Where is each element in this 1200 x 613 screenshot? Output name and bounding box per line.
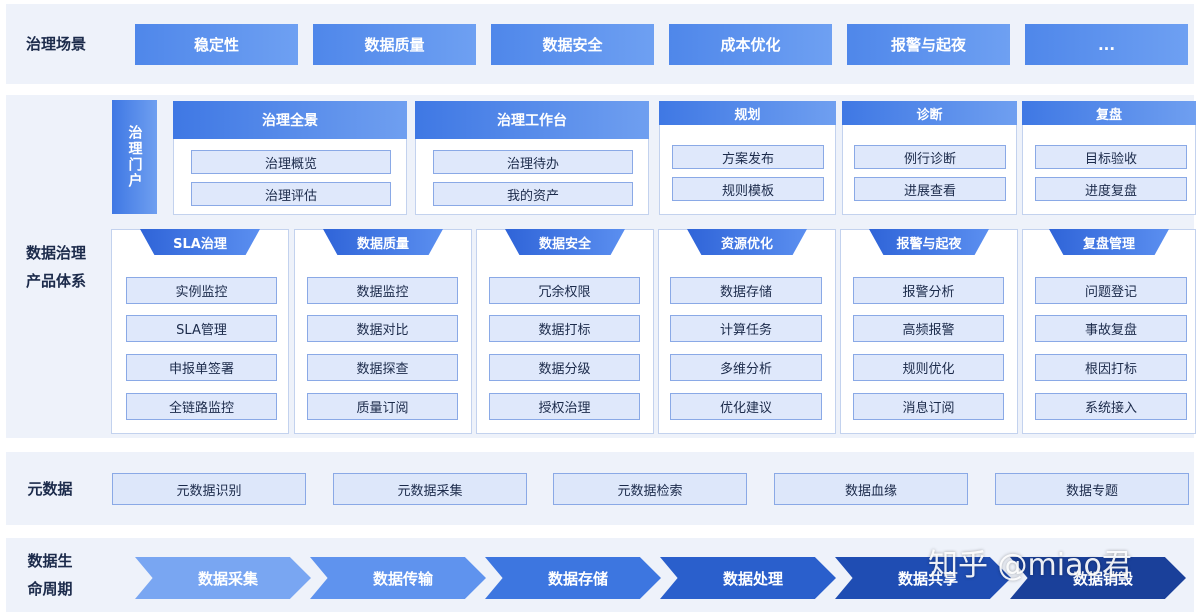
lifecycle-step-label: 数据传输 xyxy=(372,569,433,588)
module-item[interactable]: 数据存储 xyxy=(670,277,822,304)
module-item[interactable]: 消息订阅 xyxy=(853,393,1004,420)
scene-more[interactable]: ... xyxy=(1025,24,1188,65)
module-item[interactable]: 根因打标 xyxy=(1035,354,1187,381)
metadata-item[interactable]: 数据血缘 xyxy=(774,473,968,505)
lifecycle-step-label: 数据处理 xyxy=(722,569,783,588)
module-title-resource[interactable]: 资源优化 xyxy=(687,229,807,255)
lifecycle-step-label: 数据共享 xyxy=(897,569,958,588)
module-item[interactable]: SLA管理 xyxy=(126,315,277,342)
overview-item[interactable]: 治理评估 xyxy=(191,182,391,206)
module-item[interactable]: 报警分析 xyxy=(853,277,1004,304)
lifecycle-step[interactable]: 数据采集 xyxy=(135,557,311,599)
module-title-security[interactable]: 数据安全 xyxy=(505,229,625,255)
module-item[interactable]: 问题登记 xyxy=(1035,277,1187,304)
module-item[interactable]: 实例监控 xyxy=(126,277,277,304)
lifecycle-step[interactable]: 数据处理 xyxy=(660,557,836,599)
metadata-item[interactable]: 元数据识别 xyxy=(112,473,306,505)
portal-bar[interactable]: 治理门户 xyxy=(112,100,157,214)
lifecycle-step[interactable]: 数据传输 xyxy=(310,557,486,599)
module-item[interactable]: 规则优化 xyxy=(853,354,1004,381)
module-item[interactable]: 申报单签署 xyxy=(126,354,277,381)
module-item[interactable]: 数据分级 xyxy=(489,354,640,381)
module-item[interactable]: 计算任务 xyxy=(670,315,822,342)
module-item[interactable]: 数据打标 xyxy=(489,315,640,342)
metadata-item[interactable]: 数据专题 xyxy=(995,473,1189,505)
module-title-review[interactable]: 复盘管理 xyxy=(1049,229,1169,255)
metadata-item[interactable]: 元数据检索 xyxy=(553,473,747,505)
lifecycle-step-label: 数据采集 xyxy=(197,569,258,588)
lifecycle-step-label: 数据销毁 xyxy=(1072,569,1133,588)
scene-data-quality[interactable]: 数据质量 xyxy=(313,24,476,65)
product-label: 数据治理 产品体系 xyxy=(25,243,86,290)
module-item[interactable]: 数据对比 xyxy=(307,315,458,342)
portal-label: 治理门户 xyxy=(126,125,143,189)
lifecycle-step[interactable]: 数据销毁 xyxy=(1010,557,1186,599)
metadata-label: 元数据 xyxy=(27,479,73,498)
module-item[interactable]: 事故复盘 xyxy=(1035,315,1187,342)
module-item[interactable]: 多维分析 xyxy=(670,354,822,381)
planning-item[interactable]: 方案发布 xyxy=(672,145,824,169)
workbench-item[interactable]: 我的资产 xyxy=(433,182,633,206)
scene-stability[interactable]: 稳定性 xyxy=(135,24,298,65)
module-title-sla[interactable]: SLA治理 xyxy=(140,229,260,255)
planning-item[interactable]: 规则模板 xyxy=(672,177,824,201)
module-item[interactable]: 系统接入 xyxy=(1035,393,1187,420)
review-title[interactable]: 复盘 xyxy=(1022,101,1196,125)
module-item[interactable]: 高频报警 xyxy=(853,315,1004,342)
module-item[interactable]: 优化建议 xyxy=(670,393,822,420)
scene-data-security[interactable]: 数据安全 xyxy=(491,24,654,65)
overview-item[interactable]: 治理概览 xyxy=(191,150,391,174)
review-item[interactable]: 目标验收 xyxy=(1035,145,1187,169)
overview-title[interactable]: 治理全景 xyxy=(173,101,407,139)
module-item[interactable]: 数据监控 xyxy=(307,277,458,304)
review-item[interactable]: 进度复盘 xyxy=(1035,177,1187,201)
module-title-alarm[interactable]: 报警与起夜 xyxy=(869,229,989,255)
watermark: 知乎 @miao君 xyxy=(928,548,1132,583)
diagnosis-item[interactable]: 例行诊断 xyxy=(854,145,1006,169)
lifecycle-step[interactable]: 数据共享 xyxy=(835,557,1011,599)
module-item[interactable]: 质量订阅 xyxy=(307,393,458,420)
diagnosis-item[interactable]: 进展查看 xyxy=(854,177,1006,201)
lifecycle-step-label: 数据存储 xyxy=(547,569,608,588)
module-item[interactable]: 冗余权限 xyxy=(489,277,640,304)
diagnosis-title[interactable]: 诊断 xyxy=(842,101,1017,125)
module-item[interactable]: 全链路监控 xyxy=(126,393,277,420)
scene-alarm[interactable]: 报警与起夜 xyxy=(847,24,1010,65)
metadata-item[interactable]: 元数据采集 xyxy=(333,473,527,505)
scene-cost-optimization[interactable]: 成本优化 xyxy=(669,24,832,65)
scenario-label: 治理场景 xyxy=(25,35,86,53)
module-item[interactable]: 数据探查 xyxy=(307,354,458,381)
lifecycle-step[interactable]: 数据存储 xyxy=(485,557,661,599)
lifecycle-label: 数据生 命周期 xyxy=(27,552,73,598)
workbench-item[interactable]: 治理待办 xyxy=(433,150,633,174)
module-item[interactable]: 授权治理 xyxy=(489,393,640,420)
workbench-title[interactable]: 治理工作台 xyxy=(415,101,649,139)
planning-title[interactable]: 规划 xyxy=(659,101,836,125)
module-title-quality[interactable]: 数据质量 xyxy=(323,229,443,255)
